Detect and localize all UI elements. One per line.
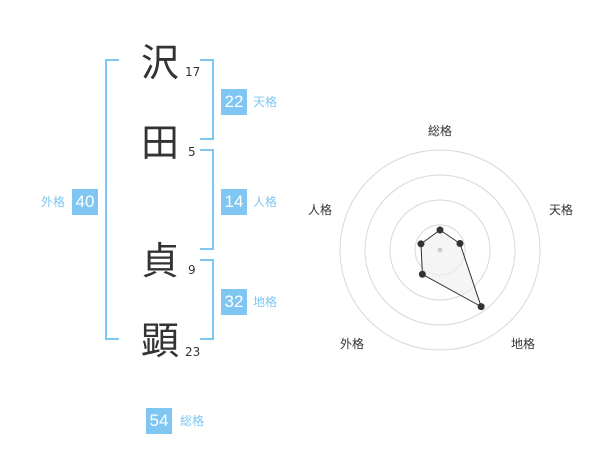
name-char-3: 貞 bbox=[141, 239, 180, 283]
chikaku-bracket bbox=[200, 259, 214, 340]
name-char-3-strokes: 9 bbox=[188, 263, 196, 277]
name-char-2-strokes: 5 bbox=[188, 145, 196, 159]
radar-axis-label-gaikaku: 外格 bbox=[340, 337, 365, 351]
radar-point-2 bbox=[456, 240, 464, 248]
radar-center-dot bbox=[437, 247, 443, 253]
radar-polygon bbox=[420, 229, 483, 308]
radar-axis-label-chikaku: 地格 bbox=[511, 337, 536, 351]
radar-point-1 bbox=[436, 226, 444, 234]
radar-axis-label-tenkaku: 天格 bbox=[549, 203, 574, 217]
radar-ring-3 bbox=[364, 174, 516, 326]
radar-axis-label-soukaku: 総格 bbox=[428, 124, 453, 138]
soukaku-badge: 54 bbox=[146, 408, 172, 434]
tenkaku-bracket bbox=[200, 59, 214, 140]
gaikaku-bracket bbox=[105, 59, 119, 340]
chikaku-label: 地格 bbox=[253, 295, 278, 309]
chikaku-badge: 32 bbox=[221, 289, 247, 315]
tenkaku-label: 天格 bbox=[253, 95, 278, 109]
soukaku-label: 総格 bbox=[180, 414, 205, 428]
name-char-1-strokes: 17 bbox=[185, 65, 201, 79]
name-char-4: 顕 bbox=[141, 319, 180, 363]
gaikaku-badge: 40 bbox=[72, 189, 98, 215]
name-char-4-strokes: 23 bbox=[185, 345, 201, 359]
jinkaku-badge: 14 bbox=[221, 189, 247, 215]
jinkaku-label: 人格 bbox=[253, 195, 278, 209]
jinkaku-bracket bbox=[200, 149, 214, 250]
tenkaku-badge: 22 bbox=[221, 89, 247, 115]
radar-ring-4 bbox=[339, 149, 541, 351]
gaikaku-label: 外格 bbox=[41, 195, 66, 209]
radar-axis-label-jinkaku: 人格 bbox=[308, 203, 333, 217]
radar-point-3 bbox=[477, 303, 485, 311]
name-char-1: 沢 bbox=[141, 41, 180, 85]
radar-point-5 bbox=[417, 240, 425, 248]
radar-ring-2 bbox=[389, 199, 491, 301]
radar-point-4 bbox=[418, 270, 426, 278]
name-char-2: 田 bbox=[141, 121, 180, 165]
